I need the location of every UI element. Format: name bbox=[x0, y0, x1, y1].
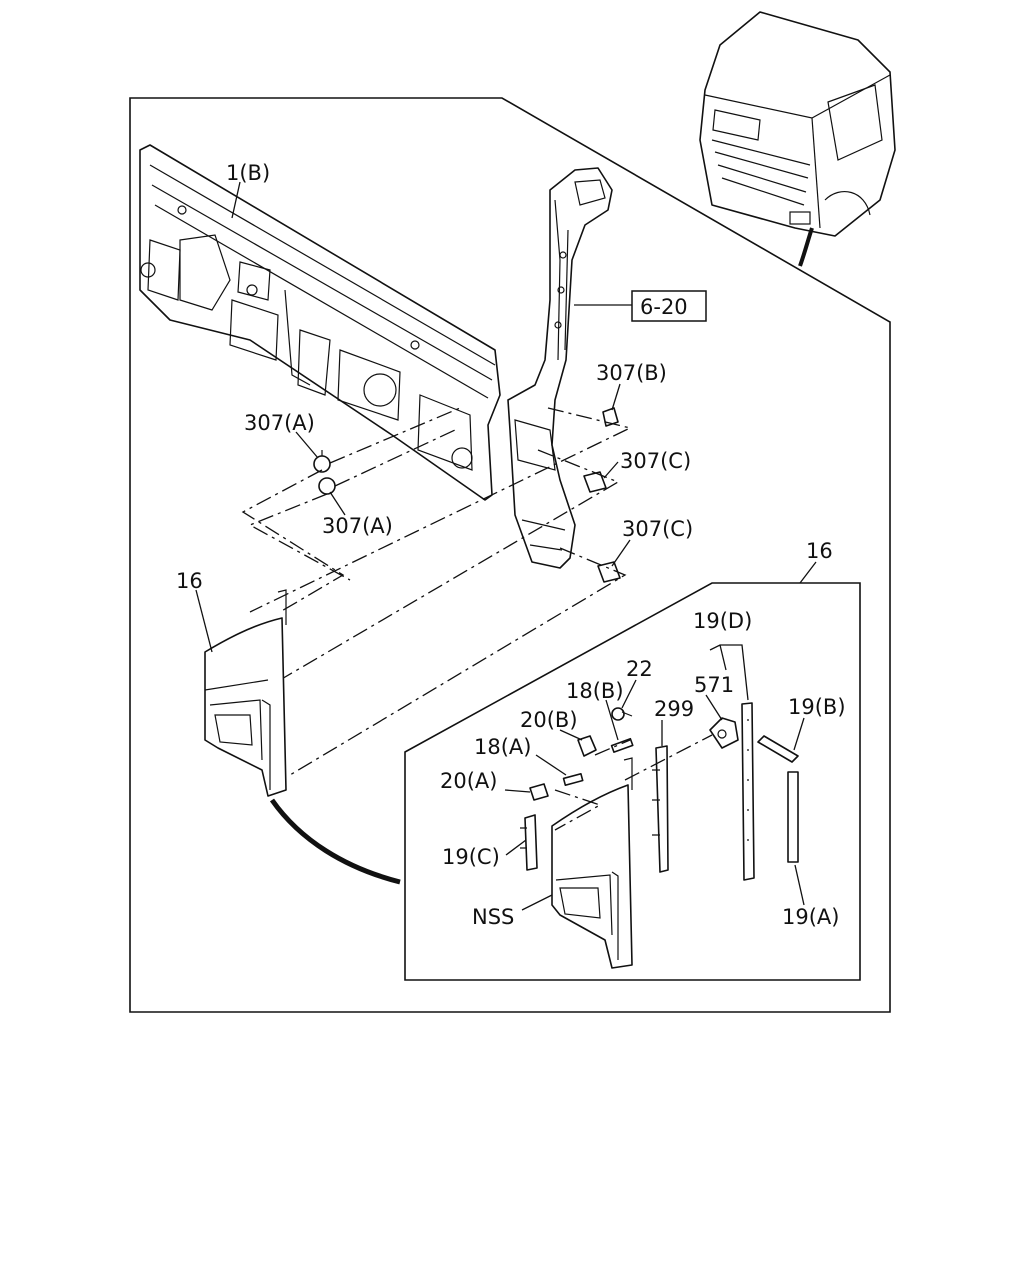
clip-20a bbox=[529, 783, 549, 801]
clip-22 bbox=[611, 707, 633, 721]
detail-pointer-swoosh bbox=[269, 798, 401, 885]
main-frame bbox=[129, 97, 891, 1013]
corner-panel-16-left bbox=[204, 589, 287, 797]
clip-307a-lower bbox=[318, 477, 336, 495]
callout-nss: NSS bbox=[472, 905, 514, 929]
callout-16-left: 16 bbox=[176, 569, 203, 593]
cab-pointer-swoosh bbox=[798, 227, 814, 267]
bracket-19c bbox=[520, 814, 538, 871]
callout-19b: 19(B) bbox=[788, 695, 846, 719]
cowl-panel-1b bbox=[139, 144, 501, 501]
callout-307a-lower: 307(A) bbox=[322, 514, 393, 538]
callout-19c: 19(C) bbox=[442, 845, 500, 869]
callout-18a: 18(A) bbox=[474, 735, 531, 759]
callout-1b: 1(B) bbox=[226, 161, 270, 185]
weatherstrip-19d bbox=[741, 702, 755, 881]
callout-22: 22 bbox=[626, 657, 653, 681]
seal-strip-299 bbox=[652, 745, 669, 873]
retainer-571 bbox=[709, 717, 739, 749]
callout-19a: 19(A) bbox=[782, 905, 839, 929]
clip-307c-upper bbox=[583, 471, 607, 493]
detail-frame bbox=[404, 582, 861, 981]
molding-19a bbox=[787, 771, 799, 863]
callout-20a: 20(A) bbox=[440, 769, 497, 793]
pillar-6-20 bbox=[507, 167, 613, 569]
molding-19b bbox=[757, 735, 799, 763]
corner-panel-nss bbox=[551, 757, 633, 969]
callout-307a-upper: 307(A) bbox=[244, 411, 315, 435]
callout-307c-upper: 307(C) bbox=[620, 449, 691, 473]
clip-20b bbox=[577, 735, 597, 757]
callout-6-20: 6-20 bbox=[640, 295, 688, 319]
callout-571: 571 bbox=[694, 673, 734, 697]
clip-307a-upper bbox=[313, 450, 331, 473]
callout-307c-lower: 307(C) bbox=[622, 517, 693, 541]
pad-18b bbox=[610, 737, 634, 753]
callout-19d: 19(D) bbox=[693, 609, 752, 633]
pad-18a bbox=[562, 772, 584, 786]
clip-307c-lower bbox=[597, 561, 621, 583]
callout-307b: 307(B) bbox=[596, 361, 667, 385]
truck-cab-thumbnail bbox=[699, 11, 896, 237]
callout-18b: 18(B) bbox=[566, 679, 624, 703]
callout-16-right: 16 bbox=[806, 539, 833, 563]
callout-299: 299 bbox=[654, 697, 694, 721]
ref-box-6-20 bbox=[631, 290, 707, 322]
callout-20b: 20(B) bbox=[520, 708, 578, 732]
